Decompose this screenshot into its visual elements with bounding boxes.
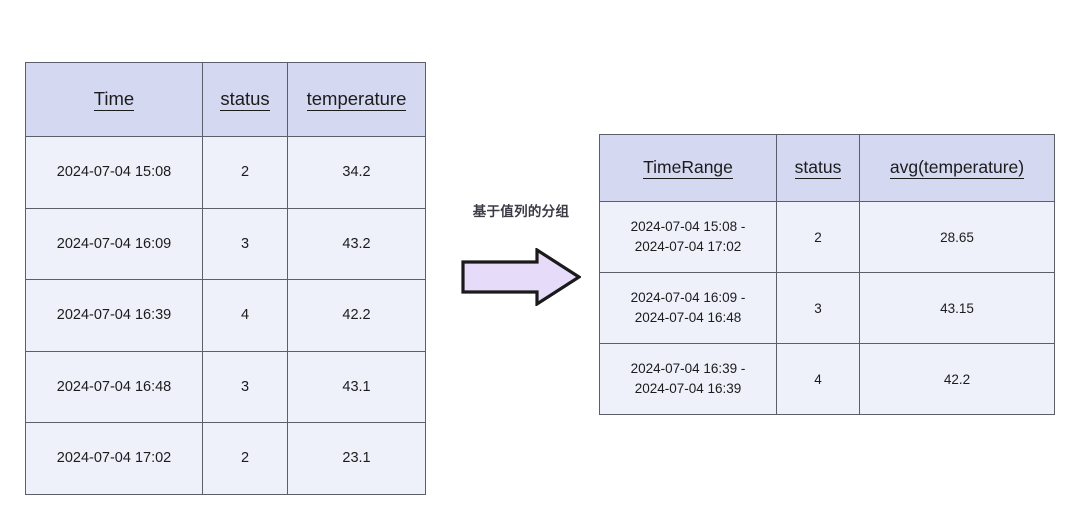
- column-header-time: Time: [25, 62, 203, 137]
- column-header-status-label: status: [794, 157, 842, 180]
- cell-status: 2: [776, 201, 860, 273]
- column-header-status: status: [776, 134, 860, 202]
- cell-temperature: 23.1: [287, 422, 426, 495]
- cell-time: 2024-07-04 17:02: [25, 422, 203, 495]
- cell-status: 3: [202, 207, 288, 280]
- result-table-body: 2024-07-04 15:08 - 2024-07-04 17:02 2 28…: [599, 201, 1055, 415]
- cell-status: 3: [202, 350, 288, 423]
- cell-temperature: 42.2: [287, 279, 426, 352]
- cell-temperature: 43.1: [287, 350, 426, 423]
- table-header-row: Time status temperature: [25, 62, 426, 137]
- cell-time: 2024-07-04 16:39: [25, 279, 203, 352]
- table-row: 2024-07-04 16:09 3 43.2: [25, 207, 426, 280]
- range-end: 2024-07-04 17:02: [634, 239, 742, 254]
- cell-status: 2: [202, 136, 288, 209]
- table-row: 2024-07-04 16:48 3 43.1: [25, 350, 426, 423]
- column-header-temperature-label: temperature: [306, 88, 407, 112]
- range-start: 2024-07-04 16:39 -: [630, 361, 746, 377]
- cell-timerange: 2024-07-04 16:09 - 2024-07-04 16:48: [599, 272, 777, 344]
- column-header-time-label: Time: [93, 88, 135, 112]
- range-start: 2024-07-04 15:08 -: [630, 219, 746, 235]
- table-row: 2024-07-04 15:08 - 2024-07-04 17:02 2 28…: [599, 201, 1055, 273]
- range-end: 2024-07-04 16:39: [634, 381, 742, 396]
- cell-avg-temperature: 28.65: [859, 201, 1055, 273]
- cell-status: 4: [776, 343, 860, 415]
- result-table: TimeRange status avg(temperature) 2024-0…: [599, 134, 1055, 415]
- cell-avg-temperature: 43.15: [859, 272, 1055, 344]
- cell-time: 2024-07-04 16:48: [25, 350, 203, 423]
- transform-annotation: 基于值列的分组: [455, 200, 587, 310]
- cell-status: 4: [202, 279, 288, 352]
- table-row: 2024-07-04 16:39 4 42.2: [25, 279, 426, 352]
- column-header-temperature: temperature: [287, 62, 426, 137]
- column-header-status-label: status: [220, 88, 270, 112]
- column-header-avg-temperature-label: avg(temperature): [889, 157, 1025, 180]
- source-table-header: Time status temperature: [25, 62, 426, 137]
- source-table: Time status temperature 2024-07-04 15:08…: [25, 62, 426, 495]
- result-table-header: TimeRange status avg(temperature): [599, 134, 1055, 202]
- column-header-timerange-label: TimeRange: [643, 157, 733, 180]
- cell-temperature: 34.2: [287, 136, 426, 209]
- table-row: 2024-07-04 17:02 2 23.1: [25, 422, 426, 495]
- range-start: 2024-07-04 16:09 -: [630, 290, 746, 306]
- cell-status: 2: [202, 422, 288, 495]
- range-end: 2024-07-04 16:48: [634, 310, 742, 325]
- column-header-status: status: [202, 62, 288, 137]
- cell-avg-temperature: 42.2: [859, 343, 1055, 415]
- cell-status: 3: [776, 272, 860, 344]
- cell-time: 2024-07-04 15:08: [25, 136, 203, 209]
- right-arrow-icon: [461, 248, 581, 306]
- cell-time: 2024-07-04 16:09: [25, 207, 203, 280]
- table-row: 2024-07-04 16:09 - 2024-07-04 16:48 3 43…: [599, 272, 1055, 344]
- cell-timerange: 2024-07-04 15:08 - 2024-07-04 17:02: [599, 201, 777, 273]
- transform-label: 基于值列的分组: [472, 204, 570, 219]
- source-table-body: 2024-07-04 15:08 2 34.2 2024-07-04 16:09…: [25, 136, 426, 495]
- table-row: 2024-07-04 15:08 2 34.2: [25, 136, 426, 209]
- cell-temperature: 43.2: [287, 207, 426, 280]
- column-header-avg-temperature: avg(temperature): [859, 134, 1055, 202]
- table-row: 2024-07-04 16:39 - 2024-07-04 16:39 4 42…: [599, 343, 1055, 415]
- cell-timerange: 2024-07-04 16:39 - 2024-07-04 16:39: [599, 343, 777, 415]
- table-header-row: TimeRange status avg(temperature): [599, 134, 1055, 202]
- column-header-timerange: TimeRange: [599, 134, 777, 202]
